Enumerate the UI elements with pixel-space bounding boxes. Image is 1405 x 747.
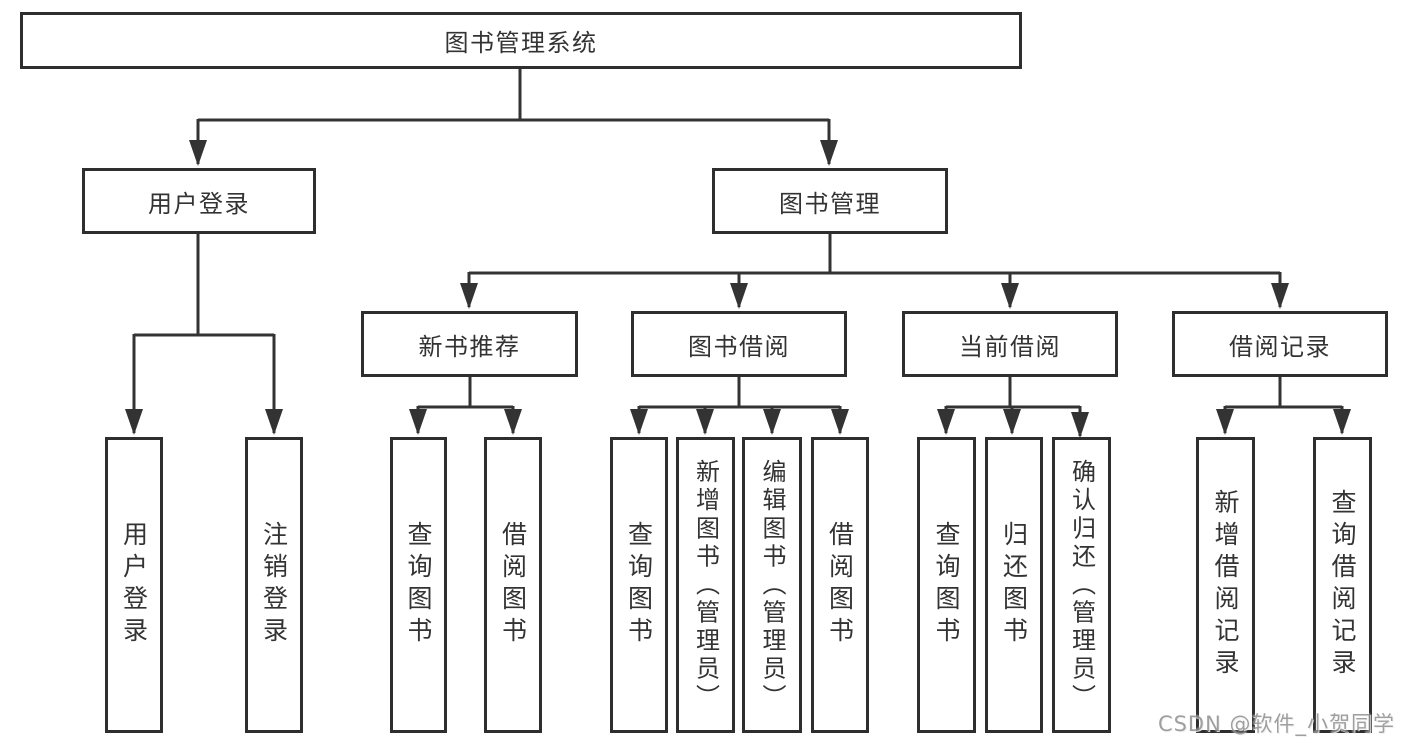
leaf-query-books-borrow: 查询图书 [610, 437, 668, 733]
connector-root-to-level2 [189, 69, 838, 166]
leaf-add-books-admin: 新增图书（管理员） [676, 437, 735, 733]
leaf-borrow-books-recommend: 借阅图书 [484, 437, 542, 733]
leaf-edit-books-admin: 编辑图书（管理员） [742, 437, 802, 733]
connector-borrow-log-group [1216, 377, 1351, 435]
leaf-borrow-books: 借阅图书 [811, 437, 869, 733]
leaf-return-books: 归还图书 [985, 437, 1043, 733]
leaf-logout: 注销登录 [245, 437, 303, 733]
node-book-management: 图书管理 [712, 168, 948, 234]
node-borrowing-records: 借阅记录 [1172, 311, 1388, 377]
node-user-login: 用户登录 [82, 168, 316, 234]
csdn-watermark: CSDN @软件_小贺同学 [1157, 712, 1395, 736]
leaf-confirm-return-admin: 确认归还（管理员） [1052, 437, 1111, 733]
node-current-borrowing: 当前借阅 [902, 311, 1118, 377]
leaf-query-borrow-record: 查询借阅记录 [1313, 437, 1372, 733]
connector-user-login-group [125, 234, 283, 435]
leaf-add-borrow-record: 新增借阅记录 [1196, 437, 1255, 733]
connector-book-borrow-group [630, 377, 849, 435]
connector-new-rec-group [409, 377, 522, 435]
leaf-query-books-current: 查询图书 [917, 437, 976, 733]
connector-book-mgmt-to-level3 [460, 234, 1289, 309]
node-new-book-recommend: 新书推荐 [361, 311, 578, 377]
leaf-user-login: 用户登录 [105, 437, 163, 733]
leaf-query-books-recommend: 查询图书 [390, 437, 447, 733]
node-book-borrowing: 图书借阅 [631, 311, 847, 377]
node-book-management-system: 图书管理系统 [20, 12, 1022, 69]
connector-cur-borrow-group [937, 377, 1089, 438]
